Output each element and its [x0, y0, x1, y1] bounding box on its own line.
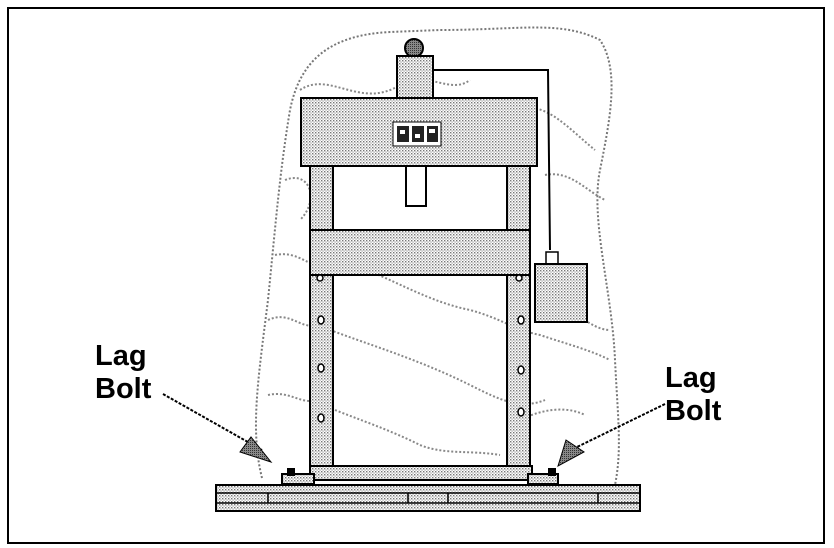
- left-lag-bolt-label: Lag Bolt: [95, 340, 151, 406]
- upright-holes: [316, 274, 525, 423]
- floor-pallet: [215, 484, 641, 512]
- right-lag-bolt: [548, 468, 556, 476]
- base-plate: [309, 465, 533, 481]
- right-lag-bolt-label: Lag Bolt: [665, 362, 721, 428]
- left-foot: [281, 473, 315, 485]
- right-arrow-icon: [557, 403, 666, 468]
- pump-icon: [534, 251, 588, 323]
- left-label-line2: Bolt: [95, 373, 152, 405]
- pressure-gauge: [404, 38, 424, 58]
- left-lag-bolt: [287, 468, 295, 476]
- left-arrow-icon: [162, 393, 273, 463]
- hydraulic-hose: [433, 69, 551, 251]
- nameplate-icon: [392, 121, 442, 147]
- cover-outline: [254, 26, 620, 486]
- ram-piston: [405, 165, 427, 207]
- left-label-line1: Lag: [95, 340, 147, 372]
- right-label-line1: Lag: [665, 362, 717, 394]
- bolster: [309, 229, 531, 276]
- ram-cylinder: [396, 55, 434, 99]
- right-label-line2: Bolt: [665, 395, 722, 427]
